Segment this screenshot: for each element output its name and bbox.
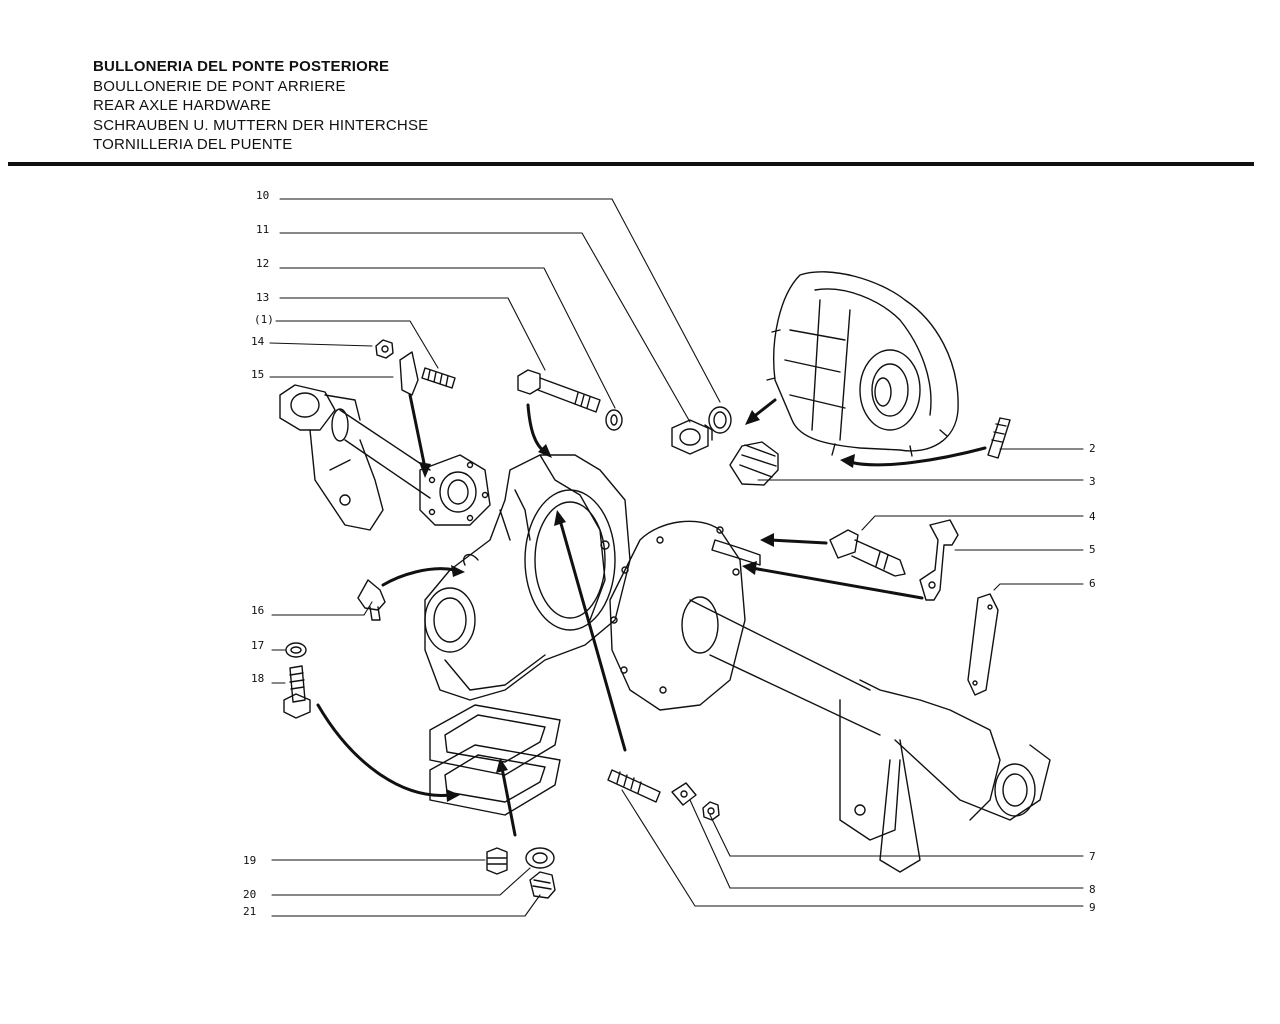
part-bolt-18 [283, 665, 311, 719]
title-english: REAR AXLE HARDWARE [93, 97, 272, 114]
callout-label-3: 3 [1089, 475, 1096, 488]
callout-label-4: 4 [1089, 510, 1096, 523]
callout-label-1: (1) [254, 313, 274, 326]
inspection-cover-and-gasket [429, 704, 561, 816]
leader-lines [269, 198, 1084, 917]
part-bolt-13 [517, 369, 601, 413]
part-washer-17 [285, 642, 307, 658]
arrow-heads [419, 410, 855, 802]
callout-label-14: 14 [251, 335, 265, 348]
title-italian: BULLONERIA DEL PONTE POSTERIORE [93, 58, 390, 75]
title-block: BULLONERIA DEL PONTE POSTERIORE BOULLONE… [93, 57, 428, 155]
leader-line-14 [269, 342, 373, 347]
callout-label-7: 7 [1089, 850, 1096, 863]
leader-line-7 [709, 814, 1084, 857]
leader-line-1 [275, 320, 439, 369]
leader-line-13 [279, 297, 546, 371]
part-stud-4 [711, 529, 906, 577]
arrow-stud9-to-housing [558, 518, 627, 752]
leader-line-11 [279, 232, 691, 423]
part-lockstrip-6 [967, 593, 999, 696]
arrow-bolt18-to-cover [316, 703, 452, 797]
callout-label-11: 11 [256, 223, 269, 236]
part-lockwasher-8 [671, 782, 697, 806]
callout-label-20: 20 [243, 888, 256, 901]
leader-line-4 [861, 515, 1084, 531]
leader-line-6 [993, 583, 1084, 591]
title-german: SCHRAUBEN U. MUTTERN DER HINTERCHSE [93, 116, 429, 134]
callout-label-17: 17 [251, 639, 264, 652]
part-stud-2 [987, 417, 1011, 459]
header-rule [8, 162, 1254, 166]
leader-line-21 [271, 894, 541, 917]
left-axle-tube [279, 384, 431, 531]
right-axle-tube [609, 520, 1051, 873]
differential-housing [424, 454, 631, 701]
callout-label-6: 6 [1089, 577, 1096, 590]
part-stud-1 [421, 367, 456, 389]
callout-label-8: 8 [1089, 883, 1096, 896]
leader-line-12 [279, 267, 616, 409]
title-french: BOULLONERIE DE PONT ARRIERE [93, 77, 346, 95]
arrow-bracket-to-tube [750, 566, 924, 600]
arrow-stud-to-cover [848, 446, 987, 467]
leader-line-16 [271, 601, 373, 616]
part-lockplate-15 [399, 351, 419, 396]
callout-label-10: 10 [256, 189, 269, 202]
arrow-plug-to-cover-plate [500, 766, 517, 837]
callout-label-19: 19 [243, 854, 256, 867]
part-bracket-5 [919, 519, 959, 601]
part-plug-11 [671, 419, 713, 455]
part-nut-7 [702, 801, 720, 821]
part-nut-14 [375, 339, 394, 359]
callout-label-13: 13 [256, 291, 269, 304]
leader-line-10 [279, 198, 721, 403]
leader-line-8 [689, 799, 1084, 889]
part-plug-19 [486, 847, 508, 875]
arrow-bolt-to-housing [526, 403, 547, 454]
part-plug-21 [529, 871, 556, 899]
callout-label-5: 5 [1089, 543, 1096, 556]
callout-label-9: 9 [1089, 901, 1096, 914]
arrow-stud4-to-tube [768, 538, 828, 545]
callout-label-18: 18 [251, 672, 264, 685]
callout-label-21: 21 [243, 905, 256, 918]
part-breather-16 [357, 579, 386, 621]
part-washer-20 [525, 847, 555, 869]
arrow-breather-to-housing [381, 567, 457, 587]
left-flange [419, 454, 491, 526]
assembly-arrows [316, 393, 987, 837]
title-spanish: TORNILLERIA DEL PUENTE [93, 136, 293, 153]
callout-label-2: 2 [1089, 442, 1096, 455]
part-washer-12 [605, 409, 623, 431]
arrow-lockplate-to-flange [408, 393, 427, 470]
part-washer-10 [708, 406, 732, 434]
callout-label-16: 16 [251, 604, 264, 617]
leader-line-20 [271, 867, 531, 896]
callout-label-15: 15 [251, 368, 264, 381]
hardware-parts [283, 339, 1011, 899]
part-stud-9 [607, 769, 661, 803]
leader-line-9 [621, 789, 1084, 907]
differential-cover [766, 271, 959, 457]
callout-label-12: 12 [256, 257, 269, 270]
part-plug-3 [729, 441, 779, 486]
